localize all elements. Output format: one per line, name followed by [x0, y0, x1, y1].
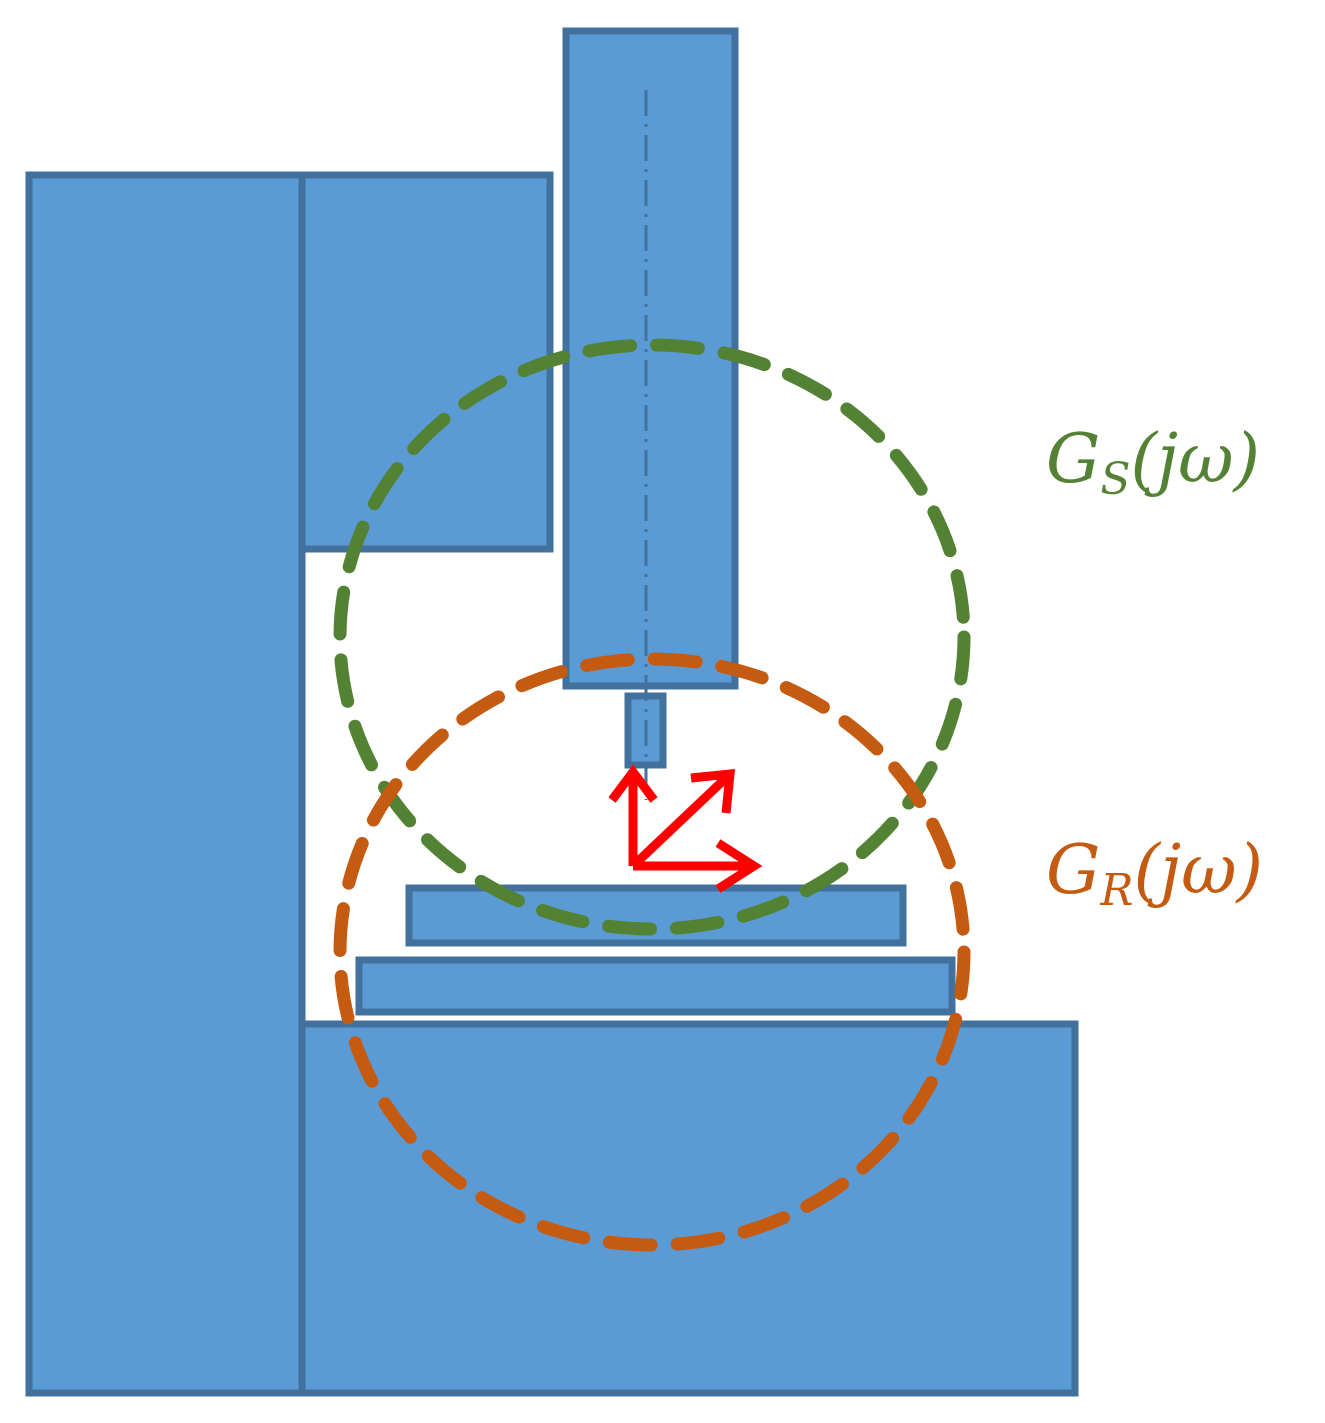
label-gs: GS(jω) [1046, 420, 1260, 505]
spindle-dynamics-circle [333, 338, 971, 936]
column-head-block [298, 171, 554, 553]
arrow-diagonal [629, 772, 732, 870]
label-gs-symbol: G [1046, 420, 1100, 499]
machine-table [355, 956, 956, 1016]
svg-text:GS(jω): GS(jω) [1046, 420, 1260, 505]
svg-text:GR(jω): GR(jω) [1046, 831, 1263, 916]
label-gs-argument: (jω) [1130, 420, 1260, 499]
robot-dynamics-circle [333, 652, 971, 1252]
label-gr: GR(jω) [1046, 831, 1263, 916]
spindle-housing [562, 27, 739, 690]
machine-column [25, 171, 306, 1397]
label-gr-subscript: R [1099, 865, 1133, 916]
workpiece [405, 884, 907, 947]
label-gr-argument: (jω) [1133, 831, 1263, 910]
coordinate-axes-icon [608, 764, 763, 893]
label-gr-symbol: G [1046, 831, 1100, 910]
label-gs-subscript: S [1100, 454, 1130, 505]
machine-base [298, 1020, 1079, 1397]
